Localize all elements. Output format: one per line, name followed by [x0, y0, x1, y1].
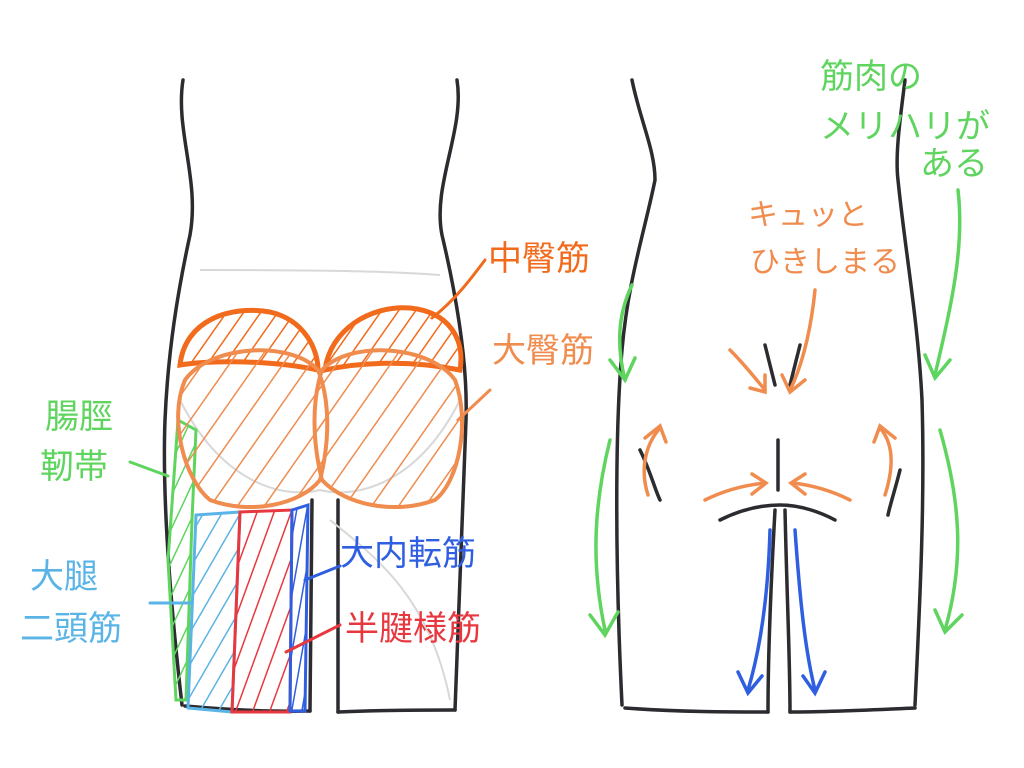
label-semitendinosus: 半腱様筋 — [345, 609, 481, 649]
gluteus-maximus-right-shape — [312, 348, 465, 510]
orange-arrows — [642, 288, 897, 502]
note-tighten-line2: ひきしまる — [750, 245, 900, 280]
right-body-outline — [615, 78, 925, 714]
label-gluteus-maximus: 大臀筋 — [492, 331, 594, 371]
note-tighten-line1: キュッと — [748, 198, 868, 233]
note-definition-line1: 筋肉の — [820, 57, 922, 97]
label-biceps-femoris-line2: 二頭筋 — [20, 609, 122, 649]
label-iliotibial-band-line1: 腸脛 — [45, 397, 113, 437]
gluteus-maximus-left-shape — [176, 348, 330, 510]
green-arrows — [588, 188, 964, 639]
adductor-magnus-shape — [288, 502, 310, 713]
label-gluteus-medius: 中臀筋 — [488, 239, 590, 279]
right-figure — [588, 78, 964, 714]
label-biceps-femoris-line1: 大腿 — [30, 557, 98, 597]
blue-arrows — [736, 528, 827, 697]
left-figure — [128, 78, 492, 714]
semitendinosus-shape — [230, 508, 294, 714]
label-adductor-magnus: 大内転筋 — [340, 534, 476, 574]
label-iliotibial-band-line2: 靭帯 — [40, 447, 108, 487]
note-definition-line3: ある — [920, 144, 988, 184]
note-definition-line2: メリハリが — [820, 107, 990, 147]
label-leader-lines — [128, 258, 492, 654]
